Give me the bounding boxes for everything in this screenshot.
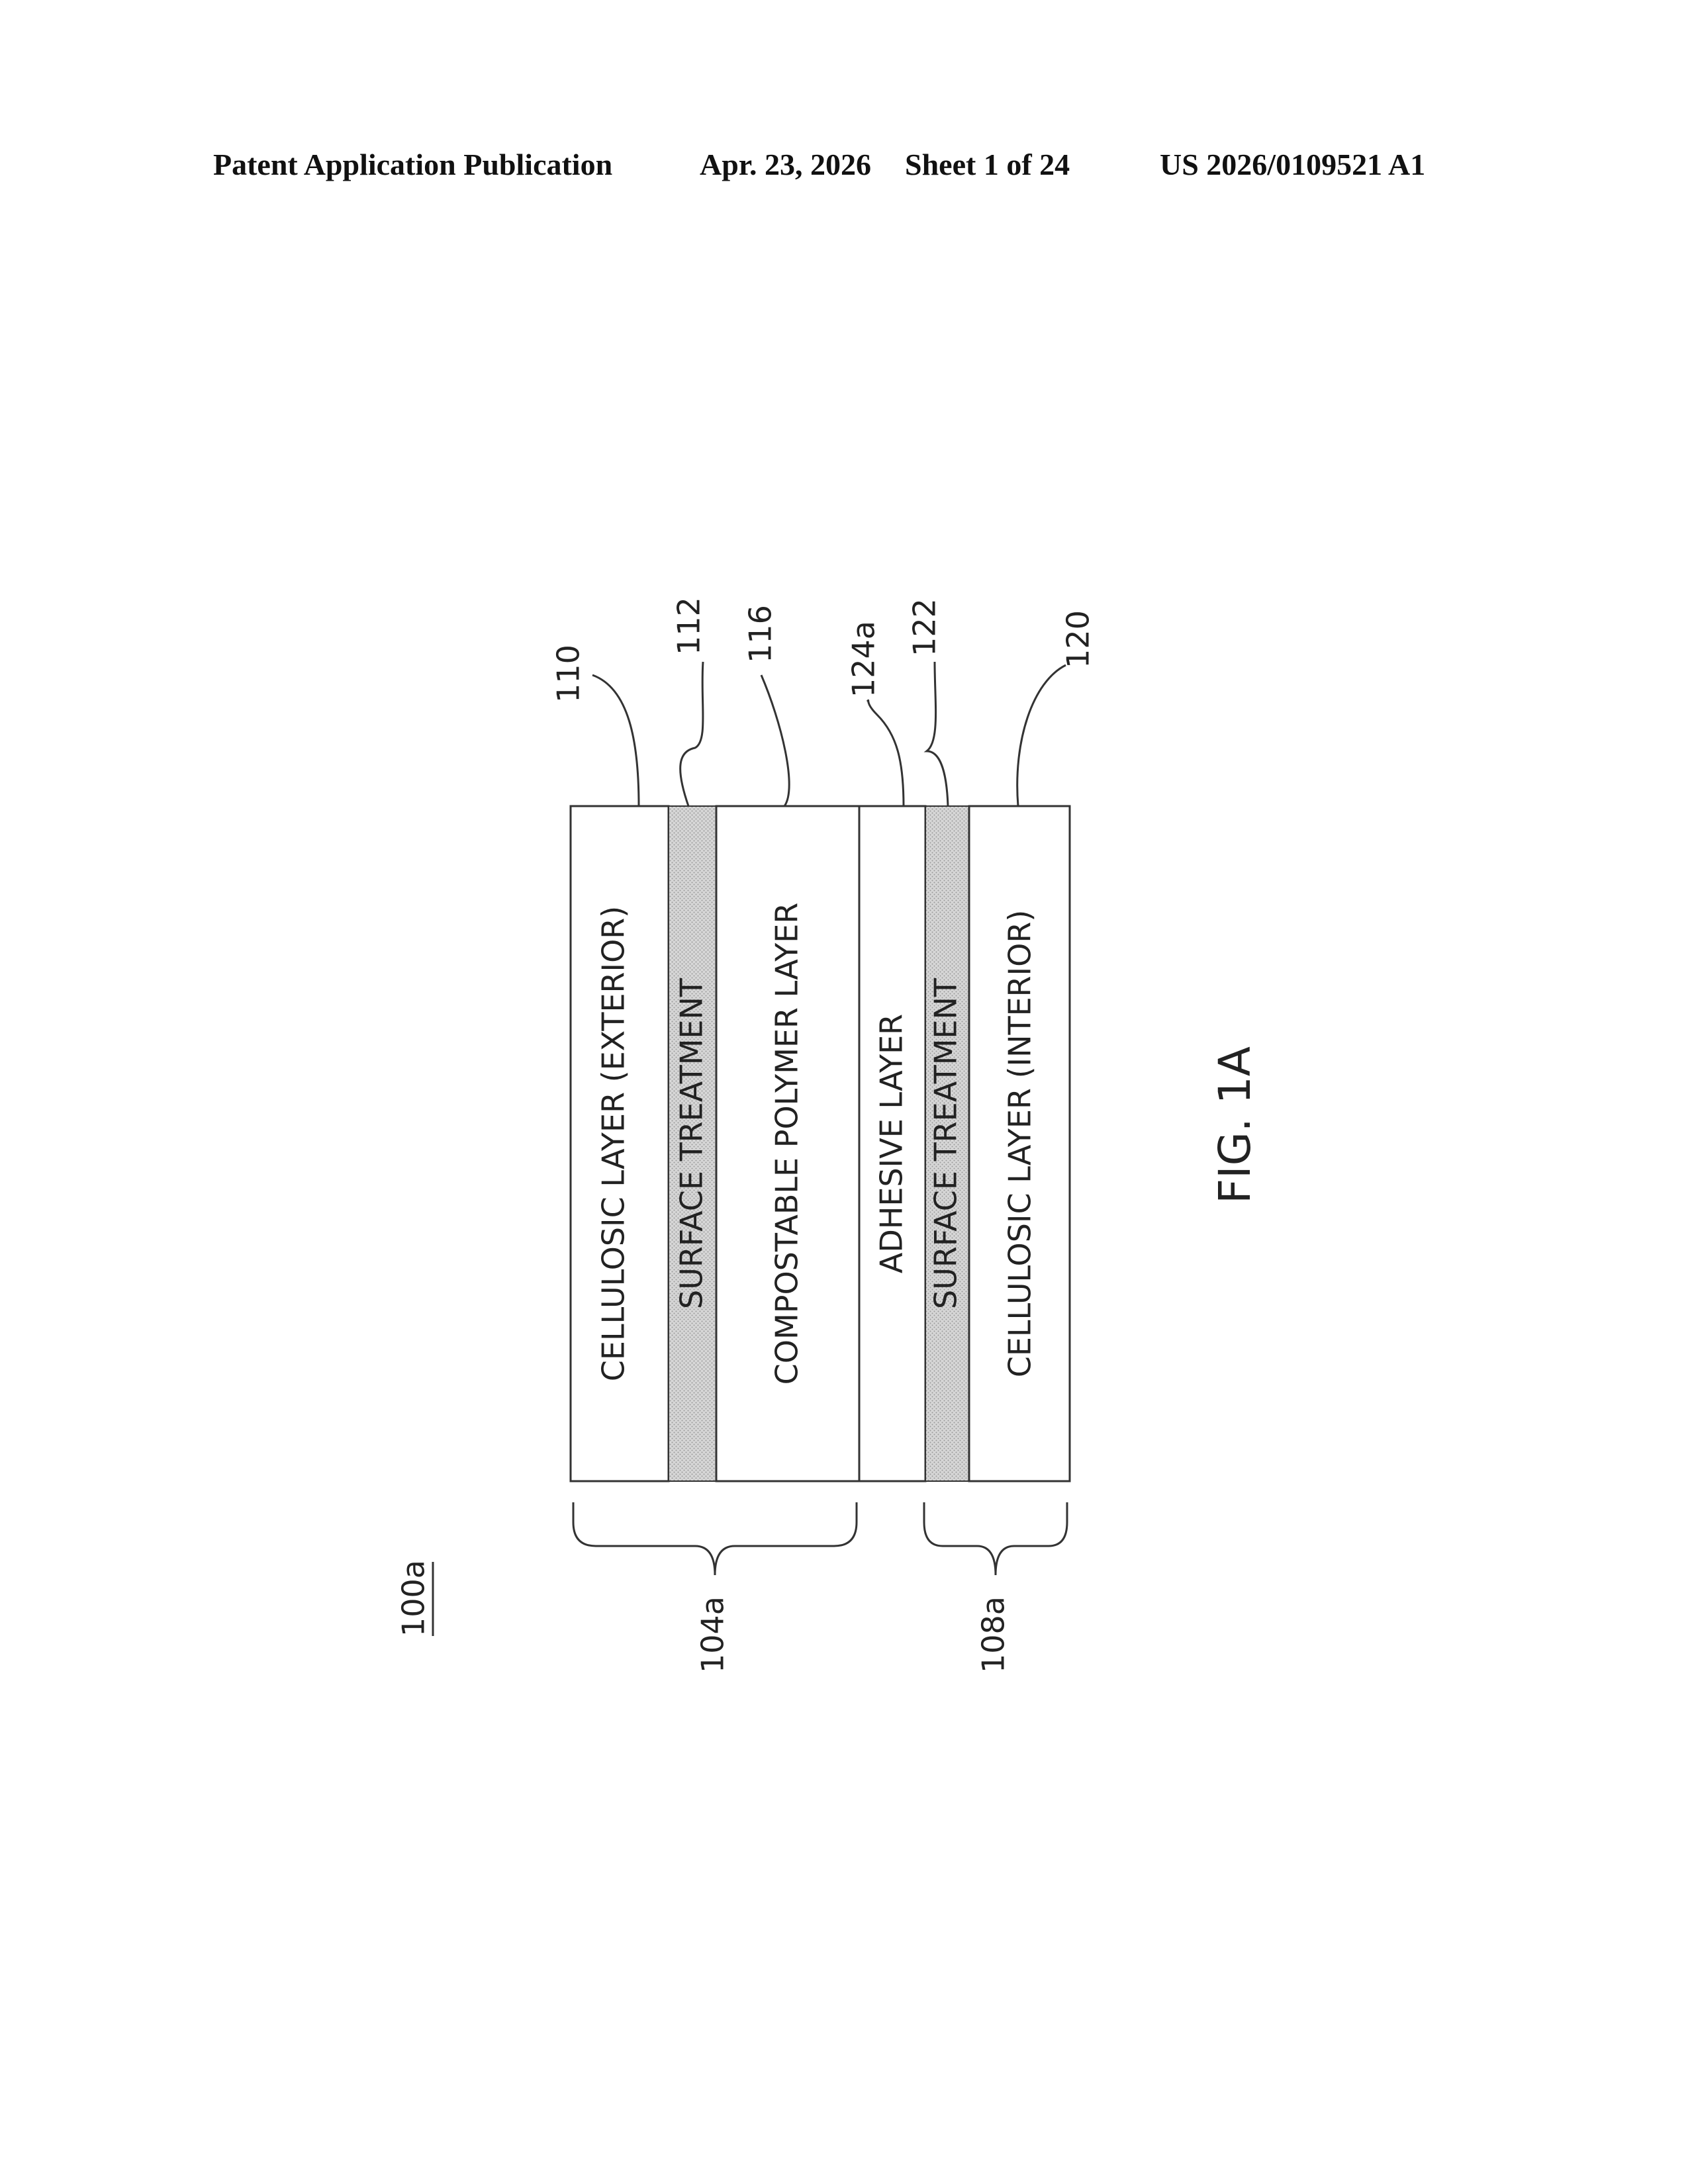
ref-112: 112 [671, 597, 707, 655]
leader-line-116 [761, 675, 789, 806]
leader-lines [592, 662, 1066, 806]
ref-110: 110 [551, 645, 586, 703]
layer-label-cellulosic-interior: CELLULOSIC LAYER (INTERIOR) [1002, 910, 1038, 1378]
layer-label-surface-treatment-2: SURFACE TREATMENT [928, 978, 964, 1309]
brace-108a [924, 1502, 1067, 1575]
leader-line-110 [592, 675, 639, 806]
leader-line-122 [927, 662, 948, 806]
assembly-ref-100a: 100a [396, 1560, 432, 1637]
leader-line-112 [680, 662, 703, 806]
ref-104a: 104a [695, 1596, 731, 1673]
ref-116: 116 [743, 605, 778, 663]
ref-120: 120 [1060, 610, 1096, 668]
ref-122: 122 [907, 598, 943, 657]
layer-label-surface-treatment-1: SURFACE TREATMENT [674, 978, 710, 1309]
layer-stack [571, 806, 1070, 1481]
brace-104a [573, 1502, 857, 1575]
ref-124a: 124a [846, 621, 882, 698]
layer-label-compostable-polymer: COMPOSTABLE POLYMER LAYER [769, 903, 805, 1385]
leader-line-120 [1017, 665, 1066, 806]
group-braces [573, 1502, 1067, 1575]
leader-line-124a [867, 700, 904, 806]
ref-108a: 108a [976, 1596, 1011, 1673]
layer-label-cellulosic-exterior: CELLULOSIC LAYER (EXTERIOR) [596, 906, 632, 1381]
figure-label: FIG. 1A [1209, 1046, 1260, 1204]
layer-label-adhesive: ADHESIVE LAYER [874, 1014, 910, 1273]
